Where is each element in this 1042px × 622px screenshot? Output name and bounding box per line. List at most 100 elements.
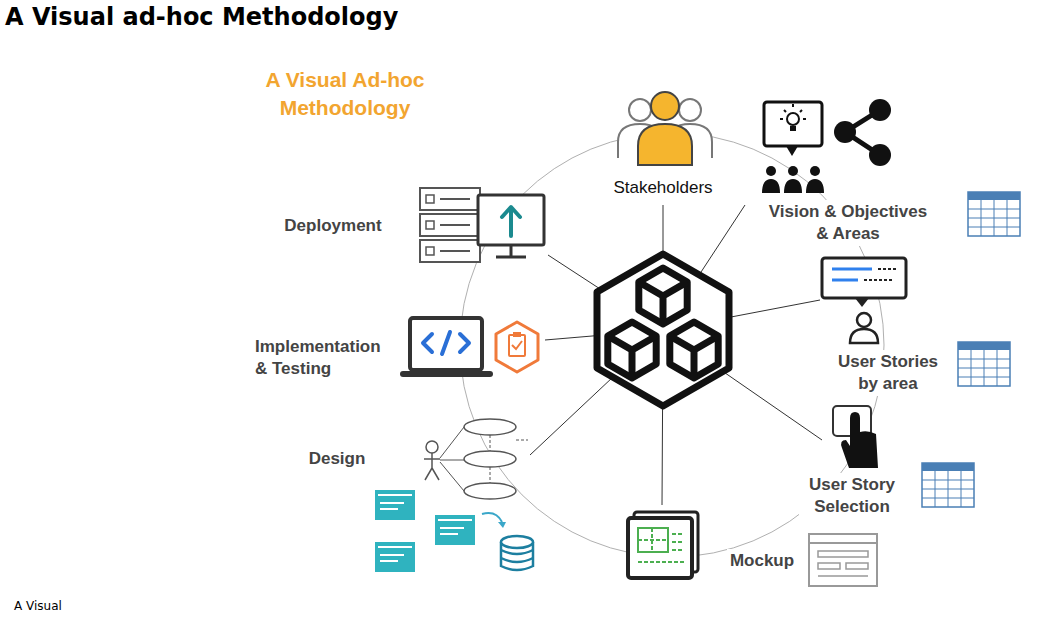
use-case-icon bbox=[490, 435, 528, 483]
selection-hand-icon bbox=[833, 406, 878, 468]
code-laptop-icon bbox=[403, 318, 490, 374]
stage-label: Stakeholders bbox=[613, 177, 712, 199]
vision-icon bbox=[787, 113, 799, 125]
user-story-icon bbox=[864, 269, 896, 280]
design-screens-icon bbox=[375, 542, 415, 572]
user-story-icon bbox=[822, 258, 906, 298]
stage-label: User Stories by area bbox=[833, 351, 943, 395]
testing-badge-icon bbox=[512, 341, 522, 349]
stage-label: Deployment bbox=[284, 215, 381, 237]
design-screens-icon bbox=[482, 513, 502, 522]
vision-icon bbox=[788, 166, 798, 176]
use-case-icon bbox=[464, 451, 516, 467]
wireframe-icon bbox=[809, 534, 877, 586]
stage-node: Design bbox=[306, 447, 369, 471]
hub-cubes-icon bbox=[597, 254, 729, 406]
hub-cubes-icon bbox=[608, 322, 656, 378]
deployment-servers-icon bbox=[440, 199, 470, 251]
use-case-icon bbox=[426, 441, 438, 453]
code-laptop-icon bbox=[423, 332, 469, 354]
user-story-icon bbox=[857, 313, 871, 327]
stage-node: User Stories by area bbox=[830, 350, 946, 396]
deployment-servers-icon bbox=[496, 245, 526, 257]
figure-caption: A Visual bbox=[14, 599, 62, 613]
share-icon bbox=[869, 99, 891, 121]
stakeholders-icon bbox=[629, 99, 651, 121]
mockup-icon bbox=[638, 528, 684, 562]
stage-node: Stakeholders bbox=[610, 176, 715, 200]
share-icon bbox=[834, 99, 891, 166]
wireframe-icon bbox=[818, 563, 840, 569]
vision-icon bbox=[764, 102, 822, 146]
design-screens-icon bbox=[435, 515, 475, 545]
hub-cubes-icon bbox=[670, 322, 718, 378]
stakeholders-icon bbox=[651, 92, 679, 120]
stage-node: Vision & Objectives & Areas bbox=[762, 200, 934, 246]
code-laptop-icon bbox=[410, 318, 482, 370]
selection-hand-icon bbox=[841, 412, 878, 468]
wireframe-icon bbox=[809, 534, 877, 586]
methodology-illustration bbox=[968, 192, 1020, 236]
vision-icon bbox=[790, 126, 796, 131]
page-title: A Visual ad-hoc Methodology bbox=[5, 3, 398, 31]
diagram-heading: A Visual Ad-hoc Methodology bbox=[250, 66, 440, 122]
use-case-icon bbox=[424, 419, 528, 499]
design-screens-icon bbox=[375, 490, 415, 520]
design-screens-icon bbox=[378, 495, 412, 509]
code-laptop-icon bbox=[403, 371, 490, 377]
testing-badge-icon bbox=[509, 335, 525, 356]
testing-badge-icon bbox=[496, 322, 538, 372]
stage-node: User Story Selection bbox=[799, 473, 905, 519]
stage-label: Design bbox=[309, 448, 366, 470]
stage-node: Implementation & Testing bbox=[252, 335, 392, 381]
vision-icon bbox=[810, 166, 820, 176]
stakeholders-icon bbox=[618, 92, 712, 165]
vision-icon bbox=[780, 104, 806, 119]
user-story-icon bbox=[850, 329, 878, 343]
mockup-icon bbox=[628, 518, 692, 578]
hub-cubes-icon bbox=[597, 254, 729, 406]
user-story-icon bbox=[822, 258, 906, 343]
database-icon bbox=[501, 536, 533, 548]
design-screens-icon bbox=[378, 547, 412, 561]
database-icon bbox=[501, 550, 533, 562]
use-case-icon bbox=[464, 419, 516, 435]
deployment-servers-icon bbox=[502, 207, 520, 236]
share-icon bbox=[869, 144, 891, 166]
deployment-servers-icon bbox=[478, 195, 544, 245]
design-screens-icon bbox=[498, 522, 506, 528]
stage-label: User Story Selection bbox=[802, 474, 902, 518]
stakeholders-icon bbox=[679, 99, 701, 121]
wireframe-icon bbox=[818, 551, 868, 557]
design-screens-icon bbox=[375, 490, 506, 572]
wireframe-icon bbox=[818, 575, 868, 577]
vision-icon bbox=[762, 179, 824, 193]
vision-icon bbox=[766, 166, 776, 176]
wireframe-icon bbox=[809, 542, 877, 544]
use-case-icon bbox=[464, 483, 516, 499]
vision-icon bbox=[786, 146, 798, 156]
stage-label: Mockup bbox=[730, 550, 794, 572]
stakeholders-icon bbox=[638, 124, 692, 165]
spoke-lines bbox=[530, 205, 822, 505]
stage-node: Mockup bbox=[727, 549, 797, 573]
hub-cubes-icon bbox=[639, 268, 687, 324]
mockup-icon bbox=[628, 512, 698, 578]
testing-badge-icon bbox=[513, 332, 521, 337]
methodology-illustration bbox=[958, 342, 1010, 386]
share-icon bbox=[834, 121, 856, 143]
deployment-servers-icon bbox=[420, 188, 544, 262]
wireframe-icon bbox=[846, 563, 868, 569]
use-case-icon bbox=[424, 453, 440, 480]
use-case-icon bbox=[440, 427, 464, 491]
deployment-servers-icon bbox=[426, 195, 434, 255]
vision-icon bbox=[762, 102, 824, 193]
stage-label: Implementation & Testing bbox=[255, 336, 389, 380]
database-icon bbox=[501, 536, 533, 570]
stage-node: Deployment bbox=[281, 214, 384, 238]
stage-label: Vision & Objectives & Areas bbox=[765, 201, 931, 245]
testing-badge-icon bbox=[496, 322, 538, 372]
methodology-illustration bbox=[922, 463, 974, 507]
